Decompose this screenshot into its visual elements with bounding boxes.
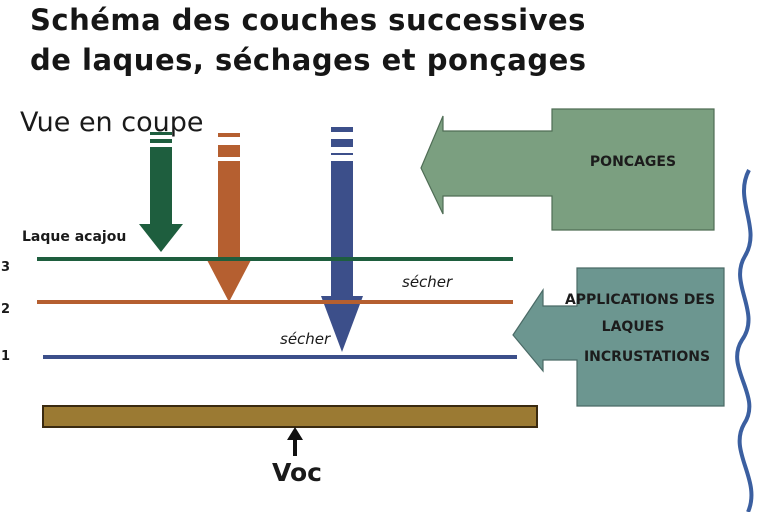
wavy-boundary-line	[735, 169, 754, 512]
poncages-block-arrow	[420, 108, 715, 231]
secher-label-lower: sécher	[280, 330, 331, 348]
laque-acajou-label: Laque acajou	[22, 229, 126, 245]
layer-number-2: 2	[1, 302, 10, 317]
support-up-arrow	[287, 427, 303, 456]
support-board	[42, 405, 538, 428]
title-line-2: de laques, séchages et ponçages	[30, 43, 587, 77]
applications-label-line-1: APPLICATIONS DES	[565, 292, 715, 308]
blue-arrow	[321, 127, 363, 352]
support-label: Voc	[272, 458, 322, 487]
layer-number-3: 3	[1, 260, 10, 275]
layer-number-1: 1	[1, 349, 10, 364]
cross-section-label: Vue en coupe	[20, 107, 203, 138]
applications-block-arrow	[512, 267, 725, 407]
applications-label-line-3: INCRUSTATIONS	[584, 349, 710, 365]
secher-label-upper: sécher	[402, 273, 453, 291]
applications-label-line-2: LAQUES	[602, 319, 665, 335]
title-line-1: Schéma des couches successives	[30, 3, 586, 37]
diagram-title: Schéma des couches successives de laques…	[30, 0, 587, 80]
green-arrow	[139, 132, 183, 252]
poncages-label: PONCAGES	[590, 154, 676, 170]
orange-arrow	[207, 133, 251, 302]
